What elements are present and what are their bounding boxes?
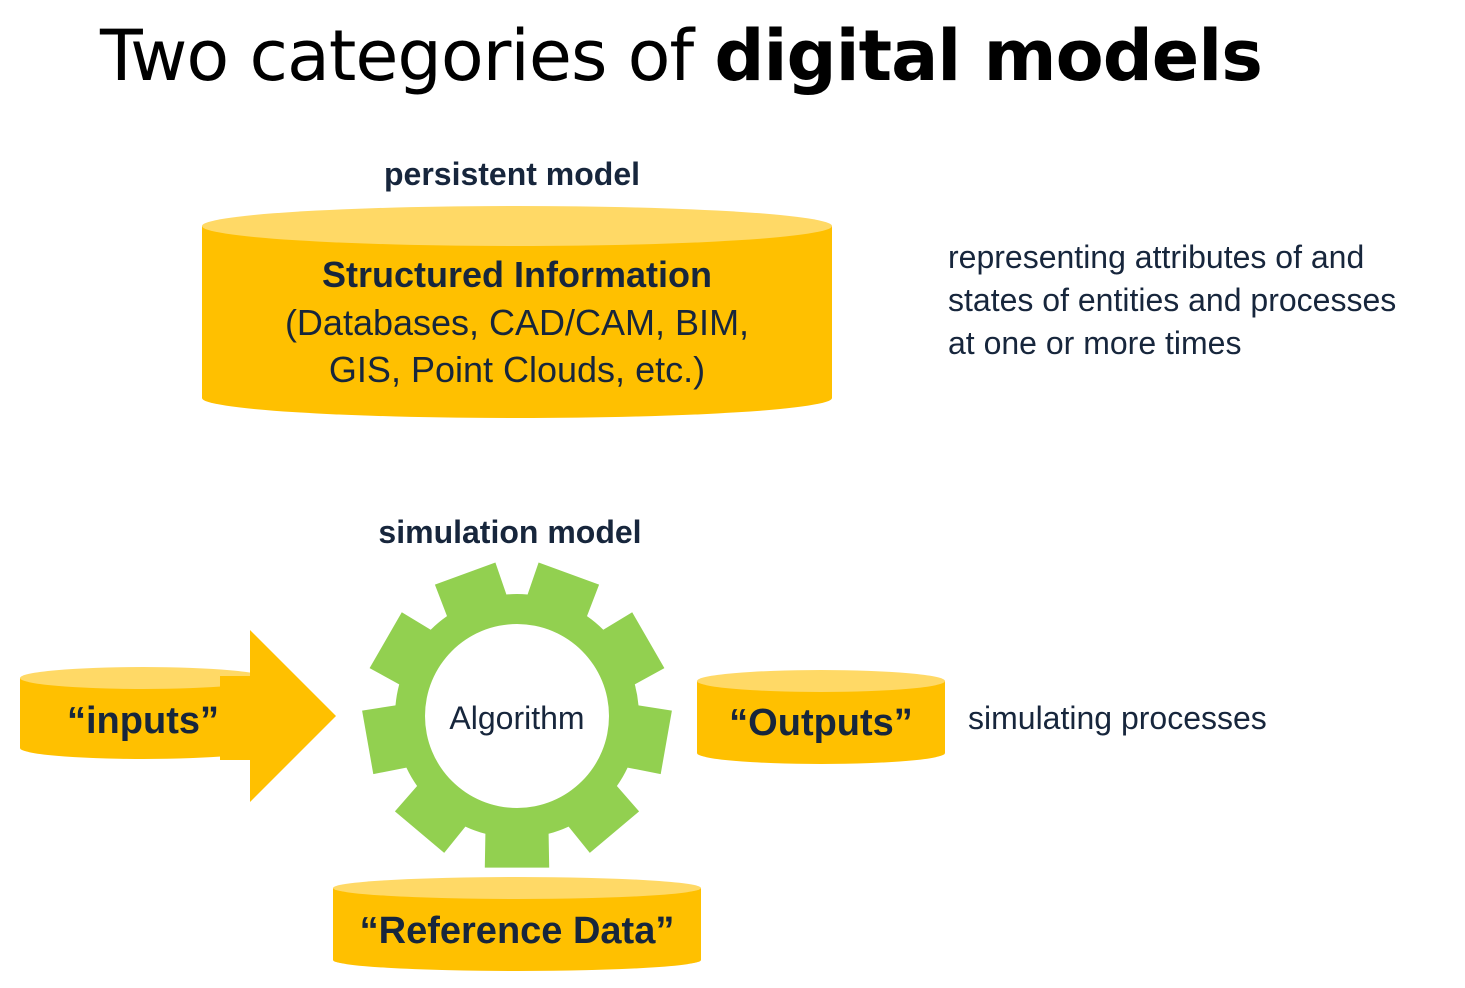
persistent-description-line2: states of entities and processes (948, 282, 1397, 318)
reference-data-label: “Reference Data” (359, 910, 675, 952)
inputs-cylinder (20, 667, 266, 759)
persistent-description-line1: representing attributes of and (948, 239, 1365, 275)
persistent-model-label: persistent model (383, 156, 641, 192)
slide-title-emphasis: digital models (714, 15, 1263, 97)
structured-information-line1: (Databases, CAD/CAM, BIM, (284, 302, 750, 343)
inputs-label: “inputs” (67, 700, 219, 742)
structured-information-line2: GIS, Point Clouds, etc.) (328, 349, 706, 390)
structured-information-heading: Structured Information (321, 254, 712, 295)
slide-title-plain: Two categories of (100, 15, 715, 97)
reference-data-cylinder (333, 877, 701, 971)
gear-spark-mark (653, 711, 663, 716)
slide-title: Two categories of digital models (100, 8, 1263, 104)
simulation-model-label: simulation model (378, 514, 642, 550)
persistent-description-line3: at one or more times (948, 325, 1242, 361)
outputs-cylinder (697, 670, 945, 764)
simulation-description: simulating processes (968, 700, 1267, 736)
structured-information-cylinder (202, 206, 832, 418)
right-arrow-icon (220, 630, 336, 802)
outputs-label: “Outputs” (729, 702, 913, 744)
gear-icon (362, 562, 672, 868)
algorithm-label: Algorithm (449, 700, 585, 736)
